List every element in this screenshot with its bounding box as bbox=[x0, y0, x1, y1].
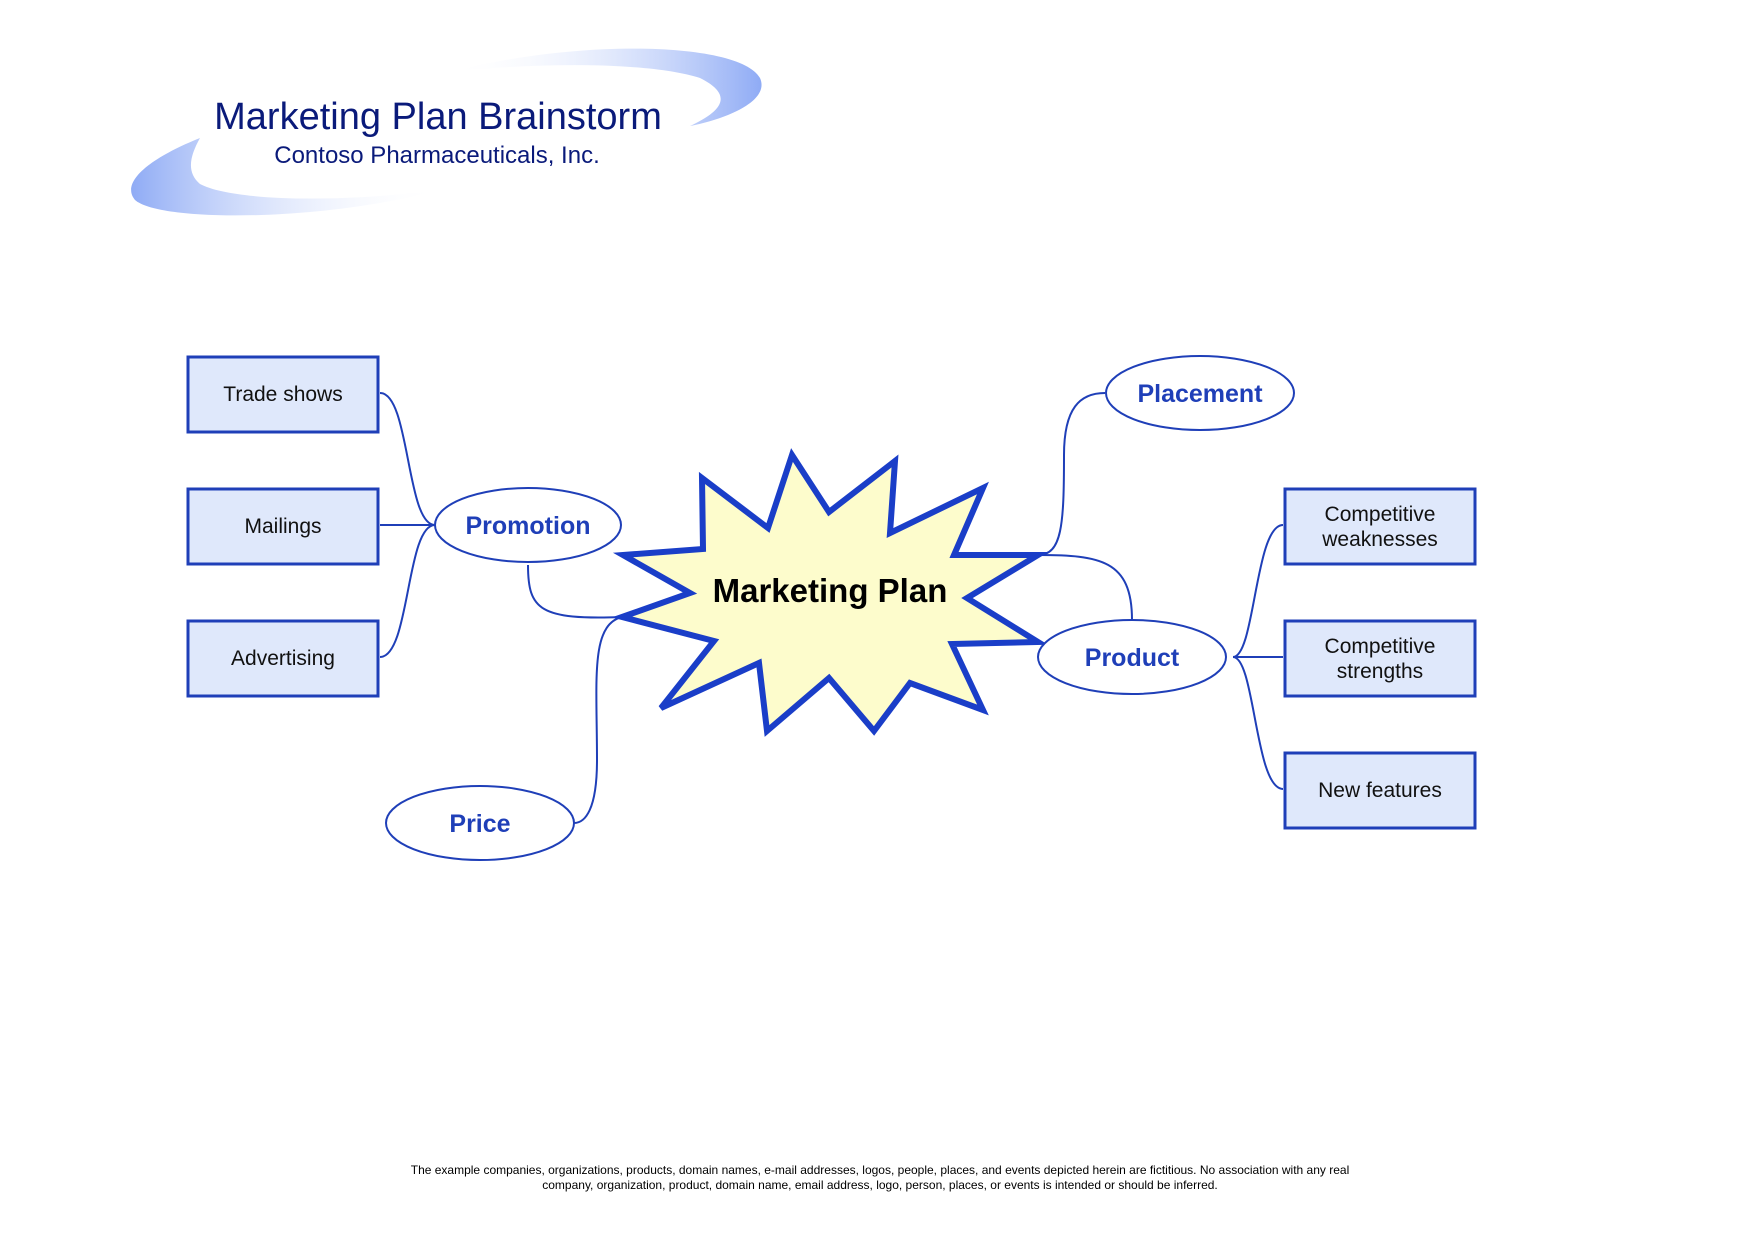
connector-center-price bbox=[573, 616, 623, 824]
leaf-box bbox=[186, 487, 380, 566]
page-subtitle: Contoso Pharmaceuticals, Inc. bbox=[274, 142, 600, 169]
page-title: Marketing Plan Brainstorm bbox=[214, 96, 662, 138]
branch-ellipse bbox=[1105, 355, 1295, 431]
center-node-label: Marketing Plan bbox=[713, 572, 948, 609]
disclaimer-line-1: The example companies, organizations, pr… bbox=[410, 1163, 1350, 1177]
connector-promotion-advertising bbox=[379, 524, 436, 658]
leaf-label-competitive-weaknesses-line1: Competitive bbox=[1325, 503, 1436, 526]
leaf-node-advertising[interactable]: Advertising bbox=[186, 619, 380, 698]
branch-node-promotion[interactable]: Promotion bbox=[434, 487, 622, 563]
branch-ellipse bbox=[434, 487, 622, 563]
leaf-label-competitive-strengths-line1: Competitive bbox=[1325, 635, 1436, 658]
swoosh-top-arc bbox=[450, 48, 762, 126]
connector-center-promotion bbox=[527, 564, 623, 619]
connectors bbox=[379, 392, 1284, 824]
leaf-box bbox=[1283, 751, 1477, 830]
leaf-node-competitive-weaknesses[interactable]: Competitive weaknesses bbox=[1283, 487, 1477, 566]
connector-center-product bbox=[1037, 554, 1133, 621]
leaf-box bbox=[186, 355, 380, 434]
header-swoosh-graphic bbox=[131, 48, 762, 216]
swoosh-bottom-arc bbox=[131, 138, 440, 216]
branch-node-product[interactable]: Product bbox=[1037, 619, 1227, 695]
branch-node-price[interactable]: Price bbox=[385, 785, 575, 861]
connector-product-weaknesses bbox=[1232, 524, 1284, 658]
leaf-label-advertising: Advertising bbox=[231, 647, 335, 670]
connector-center-placement bbox=[1037, 392, 1106, 556]
leaf-node-trade-shows[interactable]: Trade shows bbox=[186, 355, 380, 434]
branch-label-placement: Placement bbox=[1137, 380, 1263, 408]
center-node[interactable]: Marketing Plan bbox=[611, 448, 1049, 737]
leaf-box bbox=[1283, 487, 1477, 566]
leaf-node-competitive-strengths[interactable]: Competitive strengths bbox=[1283, 619, 1477, 698]
leaf-label-new-features: New features bbox=[1318, 779, 1442, 802]
disclaimer-line-2: company, organization, product, domain n… bbox=[542, 1178, 1218, 1192]
branch-node-placement[interactable]: Placement bbox=[1105, 355, 1295, 431]
leaf-label-competitive-strengths-line2: strengths bbox=[1337, 660, 1423, 683]
center-star-shape bbox=[611, 448, 1049, 737]
leaf-box bbox=[186, 619, 380, 698]
connector-promotion-trade-shows bbox=[379, 392, 436, 526]
branch-label-promotion: Promotion bbox=[466, 512, 591, 540]
disclaimer-footer: The example companies, organizations, pr… bbox=[330, 1163, 1430, 1193]
leaf-label-trade-shows: Trade shows bbox=[223, 383, 342, 406]
leaf-box bbox=[1283, 619, 1477, 698]
branch-label-product: Product bbox=[1085, 644, 1180, 672]
branch-ellipse bbox=[1037, 619, 1227, 695]
connector-product-new-features bbox=[1232, 656, 1284, 790]
leaf-label-mailings: Mailings bbox=[244, 515, 321, 538]
leaf-node-mailings[interactable]: Mailings bbox=[186, 487, 380, 566]
leaf-node-new-features[interactable]: New features bbox=[1283, 751, 1477, 830]
branch-ellipse bbox=[385, 785, 575, 861]
leaf-label-competitive-weaknesses-line2: weaknesses bbox=[1321, 528, 1438, 551]
branch-label-price: Price bbox=[449, 810, 510, 838]
